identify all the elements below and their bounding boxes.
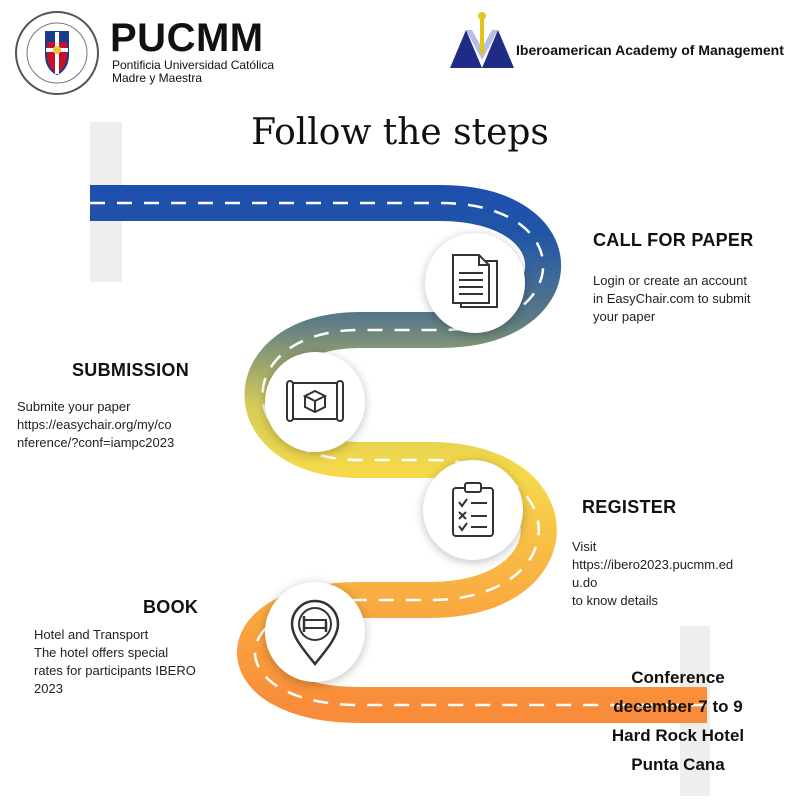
call-line-3: your paper: [593, 309, 656, 324]
ibero-academy-name: Iberoamerican Academy of Management: [516, 42, 784, 58]
pucmm-brand-name: PUCMM: [110, 16, 264, 60]
register-line-2: https://ibero2023.pucmm.ed: [572, 557, 734, 572]
register-circle: [423, 460, 523, 560]
register-line-4: to know details: [572, 593, 658, 608]
call-line-1: Login or create an account: [593, 273, 747, 288]
register-line-3: u.do: [572, 575, 598, 590]
road-center-dashes: [90, 201, 707, 707]
book-text: Hotel and Transport The hotel offers spe…: [34, 626, 226, 698]
conference-line-3: Hard Rock Hotel: [611, 726, 745, 745]
document-icon: [452, 254, 498, 308]
pucmm-seal-logo: [15, 11, 99, 95]
book-line-1: Hotel and Transport: [34, 627, 149, 642]
register-title: REGISTER: [582, 497, 677, 517]
hotel-pin-icon: [290, 599, 340, 666]
pucmm-subtitle-line-2: Madre y Maestra: [112, 71, 203, 85]
book-circle: [265, 582, 365, 682]
book-line-2: The hotel offers special: [34, 645, 169, 660]
submission-title: SUBMISSION: [72, 360, 190, 380]
pucmm-subtitle-line-1: Pontificia Universidad Católica: [112, 58, 275, 72]
submission-line-2: https://easychair.org/my/co: [17, 417, 172, 432]
conference-info: Conference december 7 to 9 Hard Rock Hot…: [578, 663, 778, 779]
submission-circle: [265, 352, 365, 452]
submission-line-3: nference/?conf=iampc2023: [17, 435, 175, 450]
call-line-2: in EasyChair.com to submit: [593, 291, 751, 306]
checklist-icon: [452, 482, 494, 537]
register-text: Visit https://ibero2023.pucmm.ed u.do to…: [572, 538, 733, 610]
page-heading: Follow the steps: [251, 112, 549, 153]
book-line-4: 2023: [34, 681, 63, 696]
submission-text: Submite your paper https://easychair.org…: [17, 398, 174, 452]
call-for-paper-circle: [425, 233, 525, 333]
blueprint-icon: [286, 380, 344, 422]
submission-line-1: Submite your paper: [17, 399, 131, 414]
conference-line-1: Conference: [631, 668, 725, 687]
call-for-paper-text: Login or create an account in EasyChair.…: [593, 272, 751, 326]
register-line-1: Visit: [572, 539, 597, 554]
conference-line-2: december 7 to 9: [613, 697, 743, 716]
book-line-3: rates for participants IBERO: [34, 663, 196, 678]
ibero-academy-logo: [450, 12, 514, 68]
book-title: BOOK: [143, 597, 199, 617]
conference-line-4: Punta Cana: [631, 755, 725, 774]
call-for-paper-title: CALL FOR PAPER: [593, 230, 754, 250]
